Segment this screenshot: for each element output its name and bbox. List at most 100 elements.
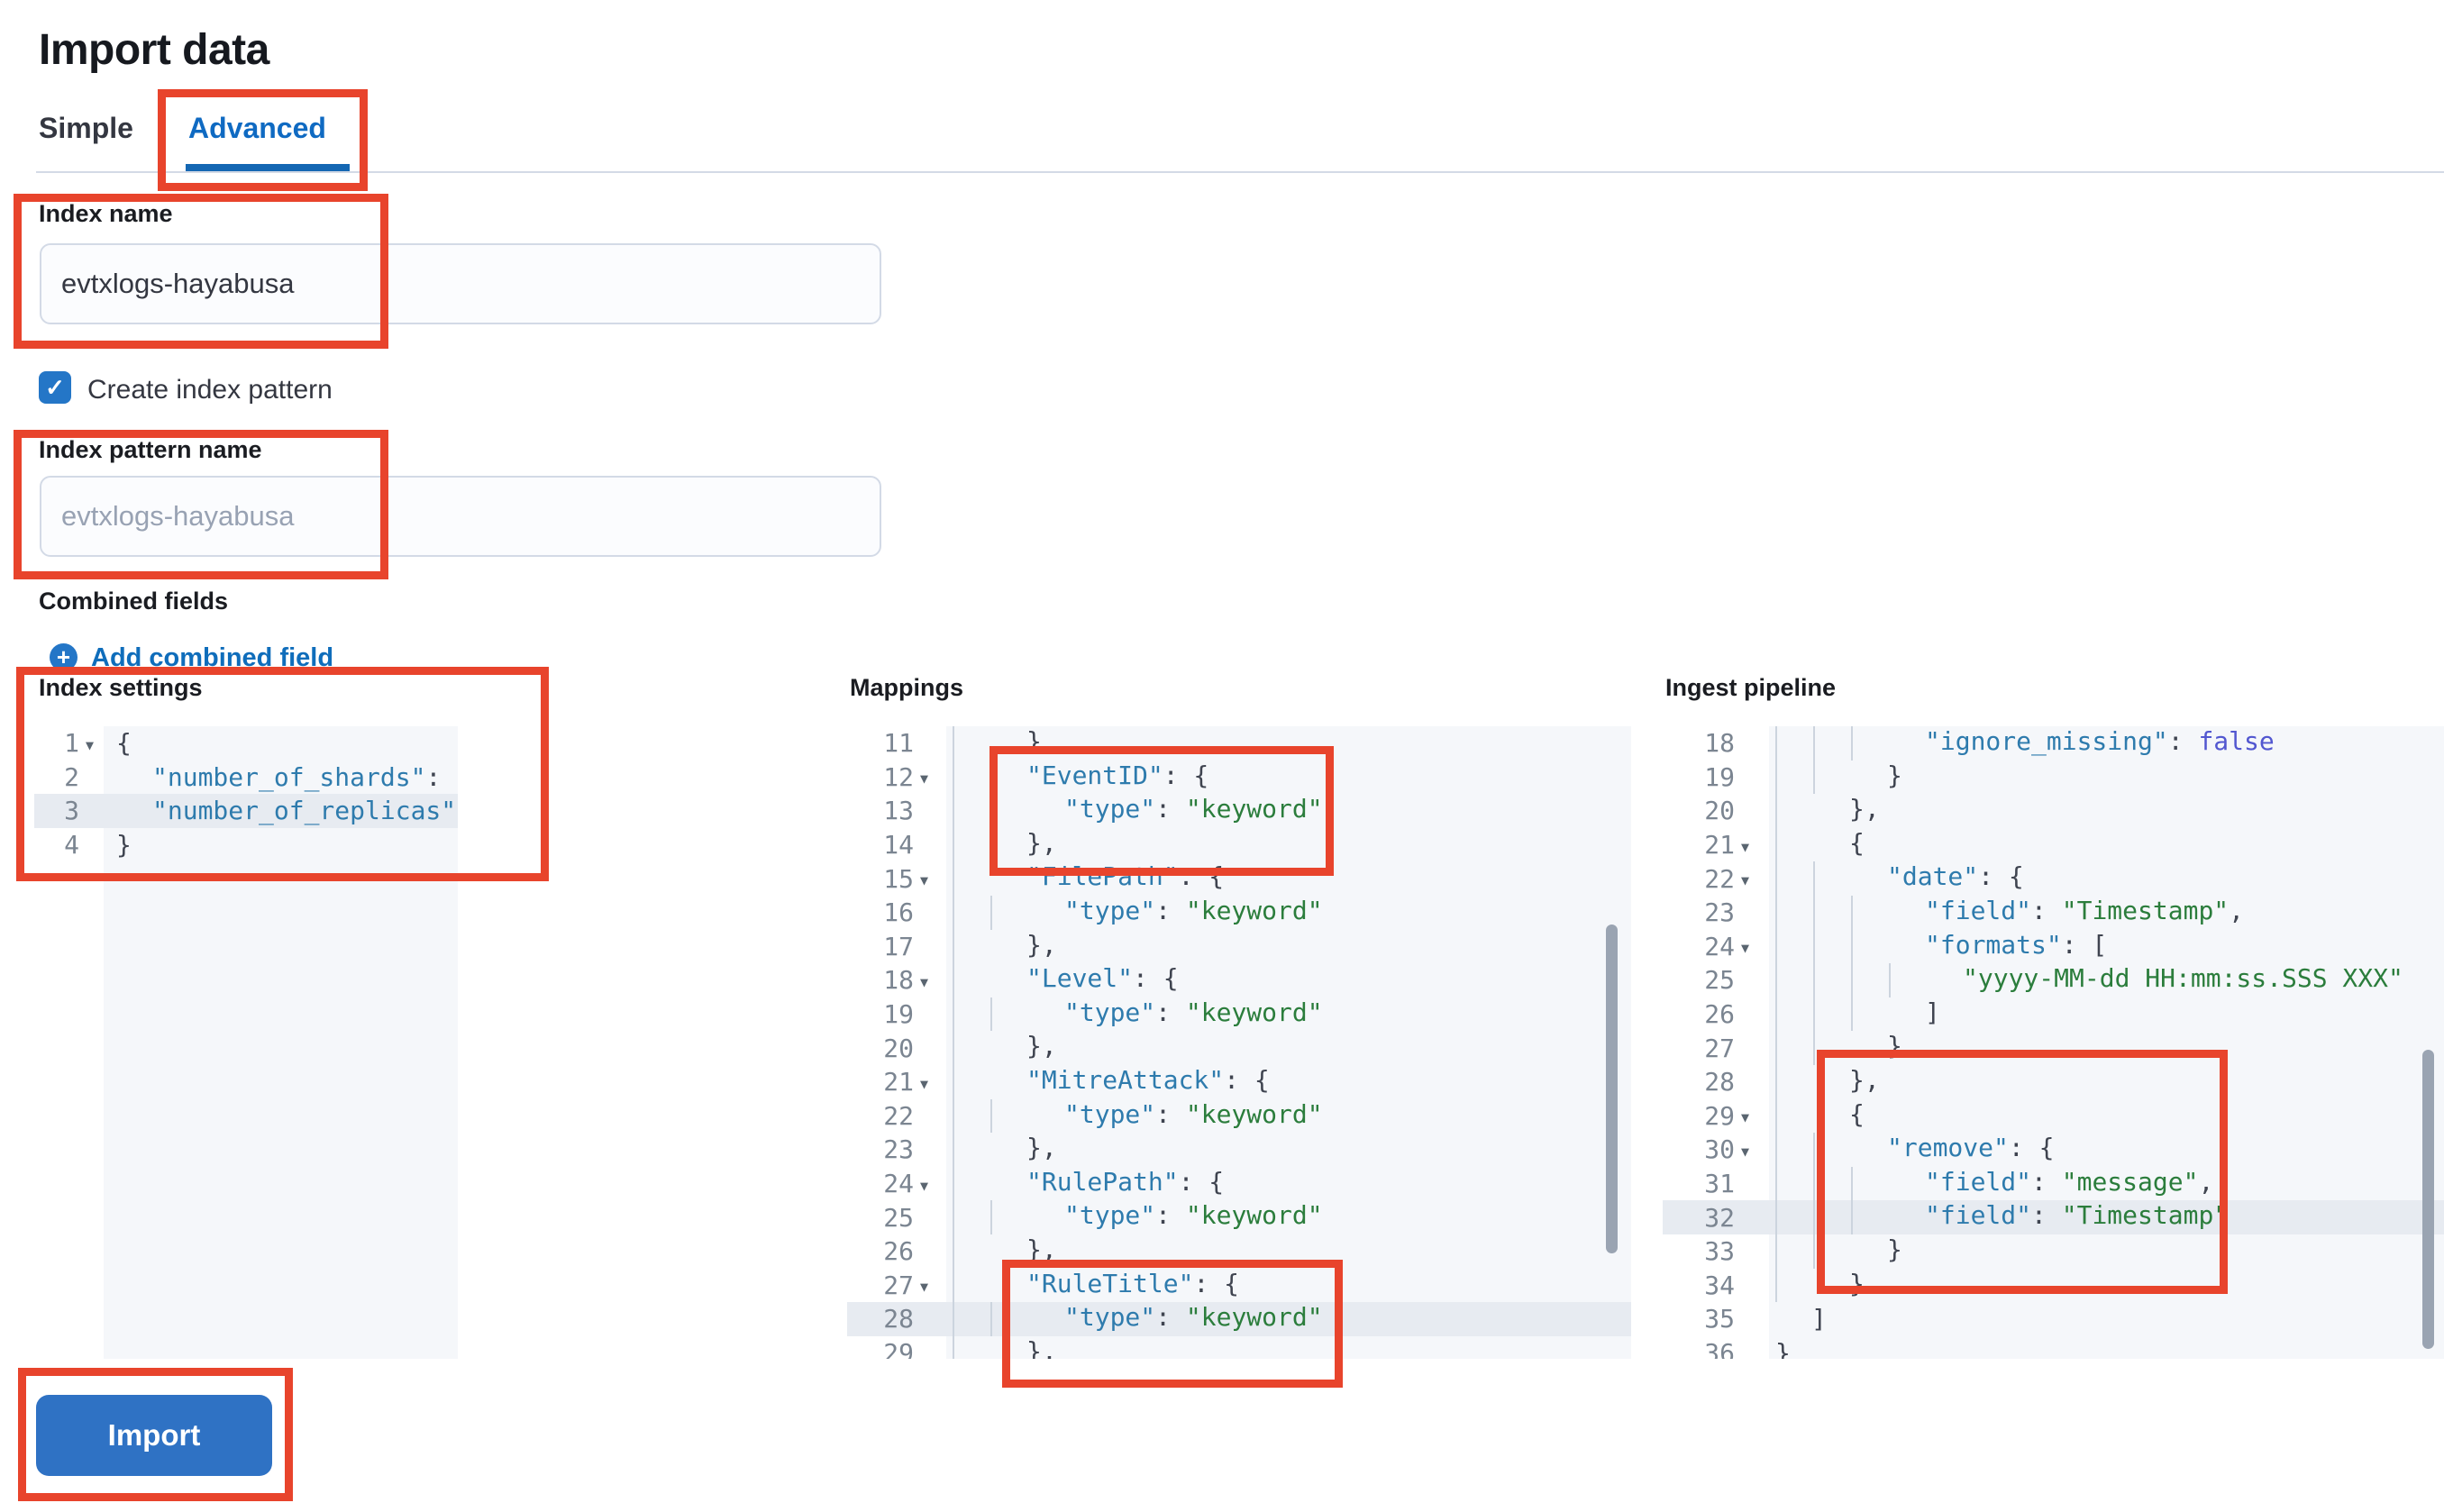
code-line[interactable]: 27}: [1663, 1031, 2444, 1065]
code-line[interactable]: 15 ▼ "FilePath": {: [847, 861, 1631, 896]
indent-guide: [953, 1064, 990, 1099]
code-line[interactable]: 26]: [1663, 997, 2444, 1032]
import-button[interactable]: Import: [36, 1395, 272, 1476]
code-line[interactable]: 20},: [847, 1031, 1631, 1065]
fold-arrow-icon[interactable]: ▼: [920, 872, 929, 889]
code-text: "field": "message",: [1763, 1166, 2213, 1201]
code-line[interactable]: 23},: [847, 1133, 1631, 1167]
line-number: 29: [1704, 1100, 1735, 1131]
indent-guide: [990, 895, 1028, 930]
index-settings-editor[interactable]: 1▼{2"number_of_shards": 1,3"number_of_re…: [34, 726, 458, 1359]
indent-guide: [1813, 760, 1851, 795]
code-line[interactable]: 13"type": "keyword": [847, 794, 1631, 828]
code-line[interactable]: 18"ignore_missing": false: [1663, 726, 2444, 761]
fold-arrow-icon[interactable]: ▼: [920, 973, 929, 990]
code-line[interactable]: 4}: [34, 828, 458, 862]
code-line[interactable]: 20},: [1663, 794, 2444, 828]
code-line[interactable]: 22▼"date": {: [1663, 861, 2444, 896]
code-line[interactable]: 28"type": "keyword": [847, 1302, 1631, 1336]
indent-guide: [1775, 726, 1813, 761]
code-text: "Level": {: [940, 963, 1179, 997]
fold-arrow-placeholder: [1735, 809, 1763, 813]
index-name-label: Index name: [39, 200, 173, 227]
code-line[interactable]: 25"yyyy-MM-dd HH:mm:ss.SSS XXX": [1663, 963, 2444, 997]
code-line[interactable]: 1▼{: [34, 726, 458, 761]
create-index-pattern-label[interactable]: Create index pattern: [87, 375, 333, 405]
fold-arrow-icon[interactable]: ▼: [920, 770, 929, 788]
code-line[interactable]: 35]: [1663, 1302, 2444, 1336]
code-line[interactable]: 11},: [847, 726, 1631, 761]
code-line[interactable]: 34}: [1663, 1268, 2444, 1303]
code-line[interactable]: 16"type": "keyword": [847, 895, 1631, 930]
mappings-editor[interactable]: 11},12▼"EventID": {13"type": "keyword"14…: [847, 726, 1631, 1359]
create-index-pattern-checkbox[interactable]: ✓: [39, 371, 71, 404]
fold-arrow-icon[interactable]: ▼: [920, 1075, 929, 1092]
indent-guide: [1889, 963, 1927, 997]
fold-arrow-icon[interactable]: ▼: [920, 1177, 929, 1194]
line-number: 28: [883, 1304, 914, 1334]
fold-arrow-icon[interactable]: ▼: [1741, 1109, 1750, 1126]
code-line[interactable]: 29▼{: [1663, 1098, 2444, 1134]
fold-arrow-placeholder: [79, 775, 104, 779]
code-line[interactable]: 2"number_of_shards": 1,: [34, 761, 458, 795]
code-line[interactable]: 19"type": "keyword": [847, 997, 1631, 1032]
indent-guide: [990, 1200, 1028, 1234]
code-line[interactable]: 26},: [847, 1234, 1631, 1269]
code-line[interactable]: 14},: [847, 827, 1631, 862]
line-number: 22: [883, 1100, 914, 1131]
line-number: 20: [1704, 796, 1735, 826]
code-line[interactable]: 24▼"RulePath": {: [847, 1166, 1631, 1201]
code-line[interactable]: 3"number_of_replicas": 0: [34, 794, 458, 828]
code-line[interactable]: 21▼"MitreAttack": {: [847, 1064, 1631, 1099]
code-line[interactable]: 12▼"EventID": {: [847, 760, 1631, 795]
ingest-scrollbar-thumb[interactable]: [2422, 1050, 2434, 1349]
code-text: },: [940, 827, 1057, 862]
code-text: "FilePath": {: [940, 861, 1224, 896]
code-line[interactable]: 28},: [1663, 1064, 2444, 1099]
code-line[interactable]: 30▼"remove": {: [1663, 1133, 2444, 1167]
line-number: 26: [1704, 999, 1735, 1030]
indent-guide: [1775, 997, 1813, 1032]
fold-arrow-placeholder: [914, 1114, 940, 1117]
index-name-input[interactable]: evtxlogs-hayabusa: [40, 243, 881, 324]
line-number: 25: [883, 1202, 914, 1233]
code-line[interactable]: 18▼"Level": {: [847, 963, 1631, 997]
indent-guide: [953, 997, 990, 1032]
fold-arrow-placeholder: [1735, 775, 1763, 779]
fold-arrow-icon[interactable]: ▼: [1741, 940, 1750, 957]
fold-arrow-placeholder: [914, 1148, 940, 1152]
code-line[interactable]: 32"field": "Timestamp": [1663, 1200, 2444, 1234]
indent-guide: [953, 1234, 990, 1269]
code-line[interactable]: 23"field": "Timestamp",: [1663, 895, 2444, 930]
code-line[interactable]: 31"field": "message",: [1663, 1166, 2444, 1201]
line-number: 15: [883, 863, 914, 894]
code-line[interactable]: 33}: [1663, 1234, 2444, 1269]
fold-arrow-icon[interactable]: ▼: [920, 1279, 929, 1296]
fold-arrow-icon[interactable]: ▼: [1741, 872, 1750, 889]
line-number: 25: [1704, 965, 1735, 996]
indent-guide: [1775, 1064, 1813, 1099]
code-line[interactable]: 27▼"RuleTitle": {: [847, 1268, 1631, 1303]
code-line[interactable]: 36}: [1663, 1336, 2444, 1359]
add-combined-field-link[interactable]: Add combined field: [91, 643, 334, 672]
fold-arrow-icon[interactable]: ▼: [1741, 838, 1750, 855]
code-line[interactable]: 21▼{: [1663, 827, 2444, 862]
fold-arrow-placeholder: [1735, 979, 1763, 982]
index-pattern-name-input[interactable]: evtxlogs-hayabusa: [40, 476, 881, 557]
code-line[interactable]: 19}: [1663, 760, 2444, 795]
code-line[interactable]: 24▼"formats": [: [1663, 929, 2444, 964]
code-line[interactable]: 29},: [847, 1335, 1631, 1359]
line-number: 19: [1704, 761, 1735, 792]
code-text: },: [940, 929, 1057, 964]
code-line[interactable]: 25"type": "keyword": [847, 1200, 1631, 1234]
fold-arrow-icon[interactable]: ▼: [1741, 1143, 1750, 1160]
tab-simple[interactable]: Simple: [39, 112, 133, 144]
tab-advanced[interactable]: Advanced: [188, 112, 326, 144]
code-line[interactable]: 22"type": "keyword": [847, 1098, 1631, 1134]
fold-arrow-icon[interactable]: ▼: [86, 736, 95, 753]
code-line[interactable]: 17},: [847, 929, 1631, 964]
mappings-scrollbar-thumb[interactable]: [1606, 925, 1618, 1253]
line-number: 34: [1704, 1270, 1735, 1300]
indent-guide: [1775, 827, 1813, 862]
